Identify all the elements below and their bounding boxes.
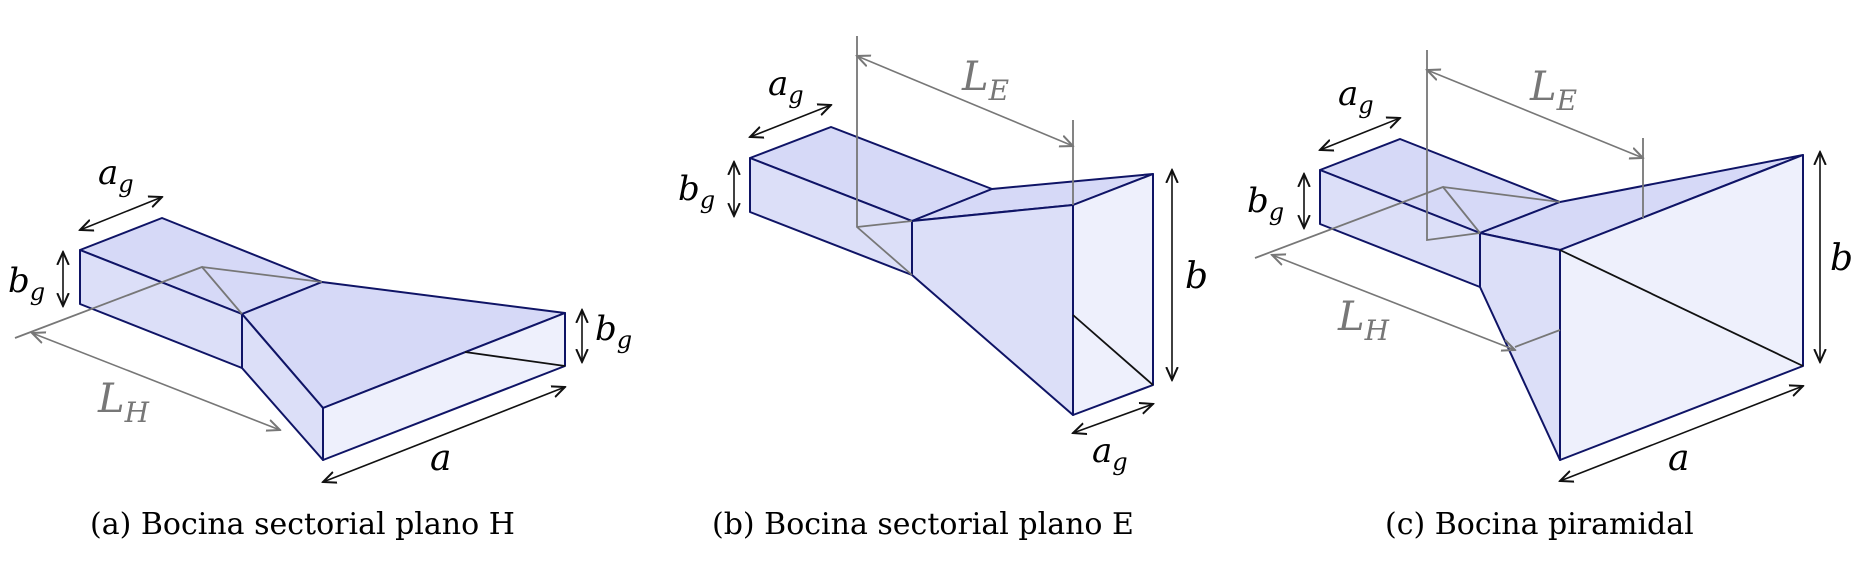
figure-a-h-plane-horn: ag bg bg LH a (a) Bocina sectorial plano… xyxy=(8,153,632,542)
aperture-face xyxy=(1072,173,1154,416)
flare-side-face xyxy=(1479,232,1561,461)
label-bg: bg xyxy=(678,169,715,214)
label-LH: LH xyxy=(97,376,150,429)
label-LE: LE xyxy=(1529,64,1577,117)
label-bg-right: bg xyxy=(595,309,632,354)
label-bg: bg xyxy=(1247,181,1284,226)
label-ag: ag xyxy=(768,64,804,109)
label-a: a xyxy=(430,438,451,479)
caption-b: (b) Bocina sectorial plano E xyxy=(712,507,1134,542)
label-b: b xyxy=(1185,256,1208,297)
caption-c: (c) Bocina piramidal xyxy=(1385,507,1694,542)
label-ag-bottom: ag xyxy=(1092,431,1128,476)
figure-c-pyramidal-horn: ag bg LE LH b a (c) Bocina piramidal xyxy=(1247,50,1853,542)
label-LE: LE xyxy=(961,54,1009,107)
flare-side-face xyxy=(911,204,1074,416)
label-ag: ag xyxy=(98,153,134,198)
label-ag: ag xyxy=(1338,74,1374,119)
label-b: b xyxy=(1830,238,1853,279)
caption-a: (a) Bocina sectorial plano H xyxy=(90,507,515,542)
label-a: a xyxy=(1668,438,1689,479)
label-LH: LH xyxy=(1337,294,1390,347)
label-bg: bg xyxy=(8,261,45,306)
figure-b-e-plane-horn: ag bg LE b ag (b) Bocina sectorial plano… xyxy=(678,36,1208,542)
